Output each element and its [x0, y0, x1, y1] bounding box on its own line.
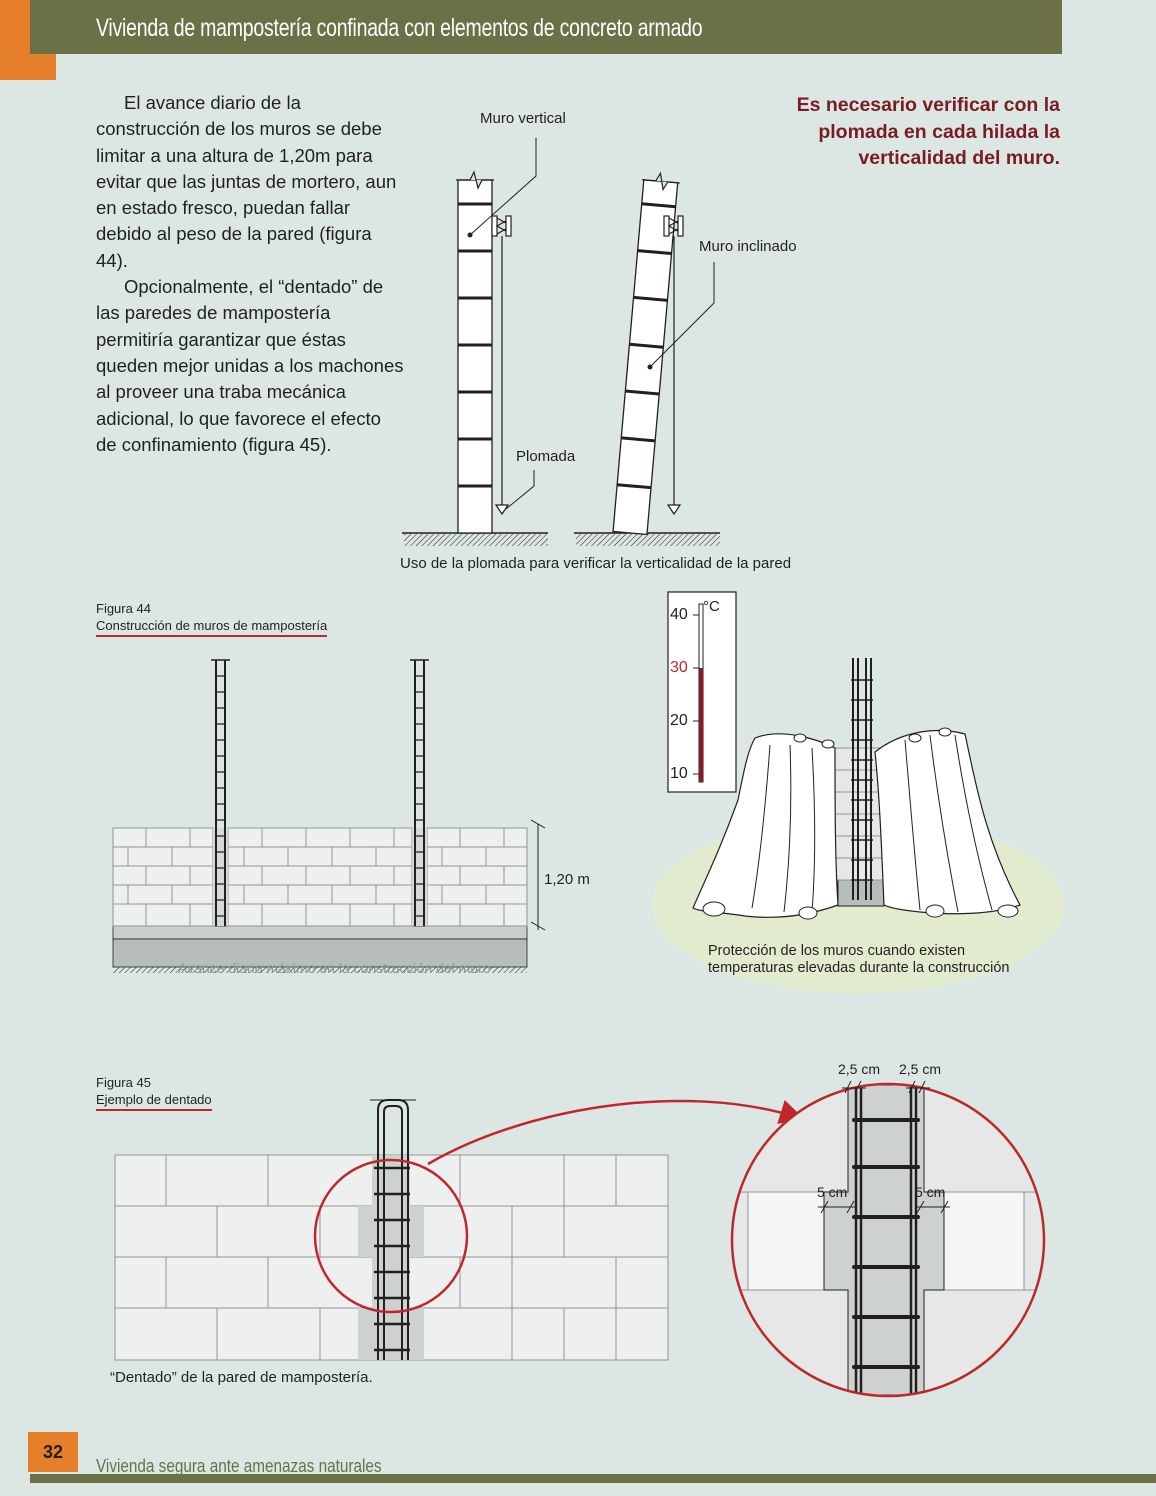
detail-zoom: [730, 1080, 1046, 1398]
figure-45-title: Ejemplo de dentado: [96, 1091, 212, 1111]
dim-top-left: 2,5 cm: [838, 1061, 881, 1077]
dim-mid-right: 5 cm: [915, 1184, 946, 1200]
highlight-circle: [313, 1158, 469, 1314]
height-dimension: [530, 819, 546, 931]
header-bar: [30, 0, 1062, 54]
dim-mid-left: 5 cm: [817, 1184, 848, 1200]
inclined-wall: [612, 171, 680, 536]
thermometer-tick-10: 10: [670, 765, 688, 782]
column-rebar-left: [211, 659, 230, 926]
column-rebar-right: [410, 659, 429, 926]
paragraph-2: Opcionalmente, el “dentado” de las pared…: [96, 276, 404, 455]
paragraph-1: El avance diario de la construcción de l…: [96, 92, 397, 271]
page-number: 32: [28, 1432, 78, 1472]
page-title: Vivienda de mampostería confinada con el…: [96, 14, 703, 42]
plumb-bob-vertical: [491, 215, 513, 516]
dentado-elevation: [114, 1099, 805, 1361]
wall-elevation: [112, 659, 546, 973]
protection-illustration: [652, 658, 1064, 993]
label-vertical-wall: Muro vertical: [480, 110, 566, 127]
figure-44-title: Construcción de muros de mampostería: [96, 617, 328, 637]
figure-45-number: Figura 45: [96, 1075, 151, 1090]
plumb-figure: [402, 138, 720, 546]
plumb-bob-inclined: [663, 215, 685, 516]
thermometer-tick-20: 20: [670, 712, 688, 729]
figure-44-caption: Figura 44 Construcción de muros de mampo…: [96, 600, 328, 637]
detail-dimensions: [818, 1080, 950, 1214]
plumb-caption: Uso de la plomada para verificar la vert…: [400, 555, 792, 572]
wall-caption: Avance diario máximo en la construcción …: [178, 960, 491, 976]
label-height: 1,20 m: [544, 871, 590, 888]
figure-44-number: Figura 44: [96, 601, 151, 616]
figure-45-caption: Figura 45 Ejemplo de dentado: [96, 1074, 212, 1111]
zoom-arrow: [427, 1099, 805, 1166]
vertical-wall: [456, 170, 494, 534]
thermometer: [667, 591, 737, 793]
thermometer-unit: °C: [703, 598, 720, 615]
callout-text: Es necesario verificar con la plomada en…: [796, 94, 1060, 169]
label-inclined-wall: Muro inclinado: [699, 238, 797, 255]
thermometer-fill: [699, 668, 703, 782]
dentado-rebar: [370, 1099, 416, 1360]
footer-text: Vivienda segura ante amenazas naturales: [96, 1456, 382, 1476]
label-plumb: Plomada: [516, 448, 576, 465]
protection-caption-line-1: Protección de los muros cuando existen: [708, 943, 966, 959]
thermometer-tick-30: 30: [670, 659, 688, 676]
dim-top-right: 2,5 cm: [899, 1061, 942, 1077]
body-text: El avance diario de la construcción de l…: [96, 90, 406, 458]
protection-caption-line-2: temperaturas elevadas durante la constru…: [708, 960, 1010, 976]
protection-caption: Protección de los muros cuando existen t…: [708, 943, 1009, 977]
thermometer-tick-40: 40: [670, 606, 688, 623]
dentado-caption: “Dentado” de la pared de mampostería.: [110, 1369, 373, 1386]
footer-line: [30, 1474, 1156, 1483]
